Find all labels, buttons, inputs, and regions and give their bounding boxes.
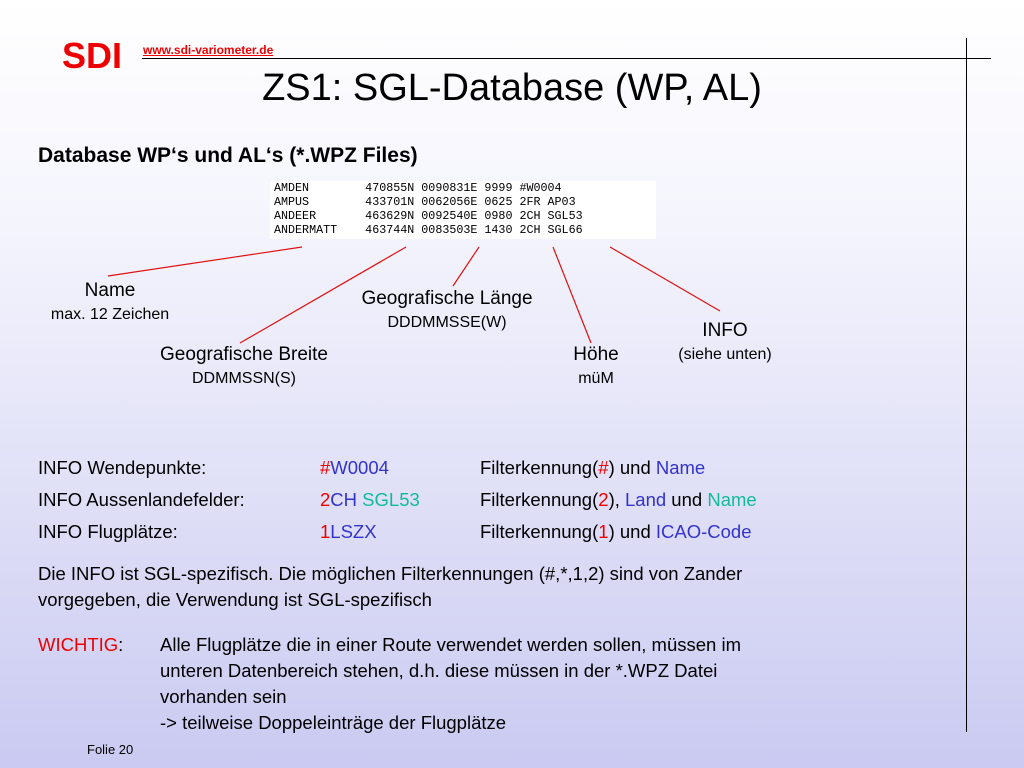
label-info: INFO (siehe unten) xyxy=(650,320,800,364)
wichtig-label: WICHTIG: xyxy=(38,634,124,655)
wichtig-line: vorhanden sein xyxy=(160,686,287,707)
code-line: AMPUS 433701N 0062056E 0625 2FR AP03 xyxy=(274,195,576,209)
info-row-code: 1LSZX xyxy=(320,521,377,542)
label-breite-main: Geografische Breite xyxy=(160,344,328,365)
paragraph-line: Die INFO ist SGL-spezifisch. Die möglich… xyxy=(38,563,743,584)
info-row-label: INFO Aussenlandefelder: xyxy=(38,489,245,510)
callout-line-info xyxy=(609,246,721,312)
callout-line-name xyxy=(107,246,303,277)
info-row-filter: Filterkennung(2), Land und Name xyxy=(480,489,757,510)
info-row-filter: Filterkennung(#) und Name xyxy=(480,457,706,478)
info-row-code: #W0004 xyxy=(320,457,389,478)
label-hoehe-sub: müM xyxy=(578,369,614,387)
wpz-code-sample: AMDEN 470855N 0090831E 9999 #W0004 AMPUS… xyxy=(270,181,656,239)
label-info-sub: (siehe unten) xyxy=(678,345,772,363)
callout-line-laenge xyxy=(452,246,480,287)
callout-line-breite xyxy=(239,246,407,344)
label-name: Name max. 12 Zeichen xyxy=(20,280,200,324)
label-name-main: Name xyxy=(84,280,136,301)
label-hoehe-main: Höhe xyxy=(573,344,619,365)
label-name-sub: max. 12 Zeichen xyxy=(50,305,170,323)
wichtig-text: Alle Flugplätze die in einer Route verwe… xyxy=(160,632,741,736)
label-breite: Geografische Breite DDMMSSN(S) xyxy=(130,344,358,388)
slide-number: Folie 20 xyxy=(87,742,134,757)
code-line: ANDEER 463629N 0092540E 0980 2CH SGL53 xyxy=(274,209,583,223)
info-row-filter: Filterkennung(1) und ICAO-Code xyxy=(480,521,752,542)
code-line: ANDERMATT 463744N 0083503E 1430 2CH SGL6… xyxy=(274,223,583,237)
website-link[interactable]: www.sdi-variometer.de xyxy=(143,43,274,57)
wichtig-line: Alle Flugplätze die in einer Route verwe… xyxy=(160,634,741,655)
wichtig-line: unteren Datenbereich stehen, d.h. diese … xyxy=(160,660,718,681)
code-line: AMDEN 470855N 0090831E 9999 #W0004 xyxy=(274,181,562,195)
label-laenge-main: Geografische Länge xyxy=(361,288,533,309)
callout-line-hoehe xyxy=(552,246,592,344)
label-breite-sub: DDMMSSN(S) xyxy=(192,369,296,387)
right-divider xyxy=(966,38,967,732)
paragraph-line: vorgegeben, die Verwendung ist SGL-spezi… xyxy=(38,589,432,610)
info-row-label: INFO Wendepunkte: xyxy=(38,457,207,478)
slide-title: ZS1: SGL-Database (WP, AL) xyxy=(262,67,762,109)
wichtig-line: -> teilweise Doppeleinträge der Flugplät… xyxy=(160,712,507,733)
sdi-logo: SDI xyxy=(62,35,123,76)
info-row-label: INFO Flugplätze: xyxy=(38,521,178,542)
section-subtitle: Database WP‘s und AL‘s (*.WPZ Files) xyxy=(38,144,418,167)
label-hoehe: Höhe müM xyxy=(546,344,646,388)
label-laenge: Geografische Länge DDDMMSSE(W) xyxy=(330,288,564,332)
label-info-main: INFO xyxy=(702,320,748,341)
info-row-code: 2CH SGL53 xyxy=(320,489,420,510)
label-laenge-sub: DDDMMSSE(W) xyxy=(387,313,507,331)
header-divider xyxy=(142,58,991,59)
info-description: Die INFO ist SGL-spezifisch. Die möglich… xyxy=(38,561,742,613)
